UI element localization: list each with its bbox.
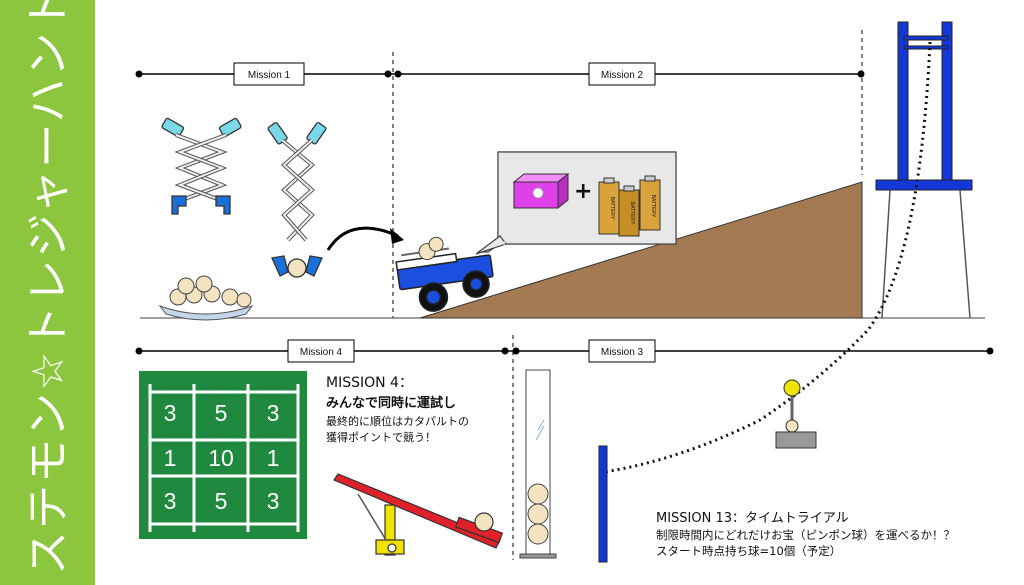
- sidebar-title-graphic: ステモン☆トレジャーハント！: [23, 0, 74, 575]
- mission4-line3: 獲得ポイントで競う！: [326, 430, 436, 444]
- pulley-stand-icon: [775, 379, 817, 449]
- battery-text-2: BATTERY: [629, 202, 635, 225]
- mission4-line2: 最終的に順位はカタパルトの: [326, 414, 469, 428]
- claw-grab-icon: [267, 122, 327, 278]
- grid-cell-6: 1: [267, 445, 280, 471]
- pink-box-icon: [512, 172, 570, 210]
- goal-post-icon: [598, 445, 608, 563]
- mission1-label: Mission 1: [248, 70, 291, 81]
- ball-tray-icon: [158, 275, 254, 321]
- grid-cell-4: 1: [164, 445, 177, 471]
- catapult-icon: [333, 473, 504, 556]
- mission13-line1: 制限時間内にどれだけお宝（ピンポン球）を運べるか！？: [656, 528, 955, 542]
- mission3-label: Mission 3: [601, 347, 644, 358]
- mission4-line1: みんなで同時に運試し: [326, 395, 456, 411]
- grid-cell-7: 3: [164, 488, 177, 514]
- grid-cell-3: 3: [267, 400, 280, 426]
- tower-icon: [875, 21, 973, 319]
- battery-icon: BATTERY BATTERY BATTERY: [598, 175, 661, 237]
- claw-open-icon: [161, 117, 242, 215]
- ramp-slope: [419, 181, 863, 319]
- plus-sign: +: [574, 179, 592, 204]
- grid-cell-8: 5: [215, 488, 228, 514]
- item-bubble: + BATTERY BATTERY BATTERY: [475, 151, 677, 255]
- rope-line: [603, 41, 932, 474]
- sidebar-title: ステモン☆トレジャーハント！: [23, 0, 74, 575]
- mission4-heading: MISSION 4：: [326, 375, 413, 391]
- truck-icon: [395, 236, 494, 312]
- grid-cell-2: 5: [215, 400, 228, 426]
- mission2-label: Mission 2: [601, 70, 644, 81]
- battery-text-3: BATTERY: [650, 195, 656, 218]
- grid-cell-1: 3: [164, 400, 177, 426]
- grid-cell-5: 10: [208, 445, 234, 471]
- mission13-heading: MISSION 13：タイムトライアル: [656, 511, 849, 526]
- arrow-icon: [326, 226, 404, 251]
- timeline-bottom: Mission 4 Mission 3: [135, 339, 994, 363]
- timeline-top: Mission 1 Mission 2: [135, 62, 865, 86]
- battery-text-1: BATTERY: [609, 197, 615, 220]
- mission4-label: Mission 4: [300, 347, 343, 358]
- grid-cell-9: 3: [267, 488, 280, 514]
- score-board: 3 5 3 1 10 1 3 5 3: [139, 371, 307, 539]
- mission13-line2: スタート時点持ち球=10個（予定）: [656, 544, 841, 558]
- ball-tube-icon: [519, 369, 557, 559]
- sidebar-banner: ステモン☆トレジャーハント！: [0, 0, 95, 585]
